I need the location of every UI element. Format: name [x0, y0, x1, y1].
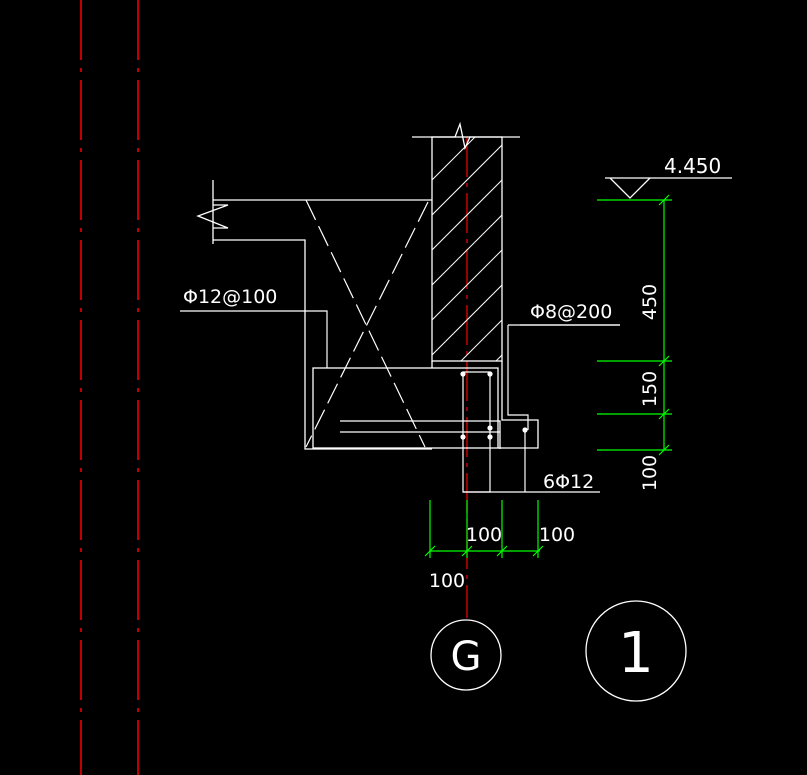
- vertical-dimensions: [597, 194, 672, 456]
- dim-text-150: 150: [639, 371, 661, 407]
- detail-number-label: 1: [618, 621, 654, 686]
- dim-text-100-a: 100: [466, 524, 502, 546]
- text-annotations: 4.450 Φ12@100 Φ8@200 6Φ12: [183, 154, 721, 493]
- rebar-phi12-leader: [180, 310, 328, 368]
- dim-text-100-c: 100: [429, 570, 465, 592]
- left-axis-lines: [80, 0, 139, 775]
- axis-bubble-circle: [430, 619, 502, 691]
- detail-number-bubble: 1: [585, 600, 687, 702]
- elevation-triangle: [609, 177, 651, 199]
- rebar-main-text: 6Φ12: [543, 471, 594, 493]
- beam-right-step: [498, 361, 539, 449]
- slab-structure: [196, 180, 539, 450]
- rebar-dot-1: [460, 371, 466, 377]
- wall-break-line: [412, 121, 520, 151]
- dim-text-450: 450: [639, 284, 661, 320]
- rebar-dot-2: [487, 371, 493, 377]
- dimension-text: 450 150 100 100 100 100: [429, 284, 661, 592]
- rebar-phi8-leg: [507, 325, 529, 430]
- slab-break-line: [196, 204, 229, 229]
- slab-dashed-diagonals: [305, 199, 429, 448]
- footing-beam: [312, 367, 499, 449]
- elevation-marker: [605, 177, 732, 199]
- rebar-dot-3: [460, 434, 466, 440]
- elevation-text: 4.450: [664, 154, 721, 178]
- detail-number-circle: [585, 600, 687, 702]
- wall-hatch: [432, 137, 502, 361]
- horizontal-dimensions: [424, 500, 544, 558]
- rebar-slab-text: Φ12@100: [183, 286, 277, 308]
- slab-bottom-drop: [213, 239, 432, 450]
- wall-outline: [431, 136, 503, 362]
- rebar-dot-4: [487, 434, 493, 440]
- dim-text-100-b: 100: [539, 524, 575, 546]
- rebar: [180, 310, 620, 493]
- rebar-stirrup-text: Φ8@200: [530, 301, 612, 323]
- wall-section: [412, 121, 520, 362]
- dim-text-100-vertical: 100: [639, 455, 661, 491]
- beam-inner-lines: [340, 420, 501, 449]
- axis-bubble-label: G: [451, 634, 482, 680]
- rebar-dot-5: [487, 425, 493, 431]
- axis-bubble: G: [430, 619, 502, 691]
- rebar-dot-6: [522, 427, 528, 433]
